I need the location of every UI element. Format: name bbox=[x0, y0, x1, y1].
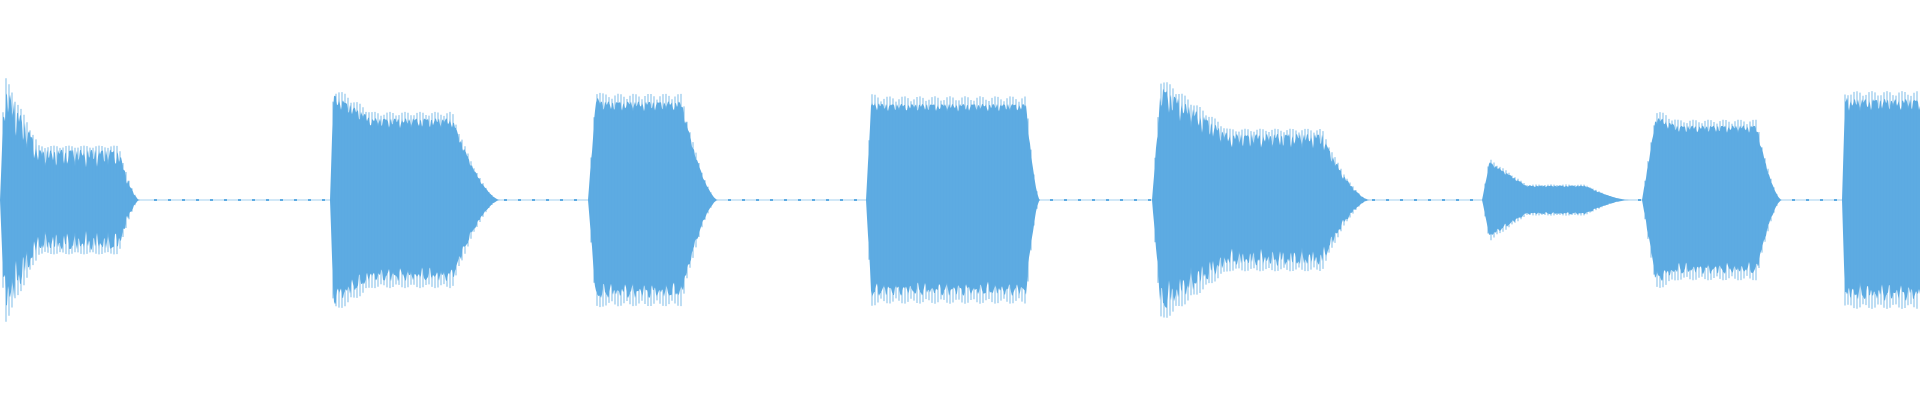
waveform-noise bbox=[518, 199, 521, 201]
waveform-noise bbox=[1456, 199, 1459, 201]
waveform-noise bbox=[210, 199, 213, 201]
waveform-noise bbox=[1148, 199, 1151, 201]
waveform-noise bbox=[784, 199, 787, 201]
waveform-noise bbox=[238, 199, 241, 201]
waveform-segment-2 bbox=[330, 95, 500, 305]
waveform-noise bbox=[1078, 199, 1081, 201]
waveform-noise bbox=[1792, 199, 1795, 201]
waveform-noise bbox=[1134, 199, 1137, 201]
waveform-noise bbox=[546, 199, 549, 201]
waveform-noise bbox=[280, 199, 283, 201]
waveform-noise bbox=[1428, 199, 1431, 201]
waveform-noise bbox=[308, 199, 311, 201]
waveform-segments bbox=[0, 78, 1920, 322]
waveform-noise bbox=[322, 199, 325, 201]
waveform-noise bbox=[1470, 199, 1473, 201]
waveform-segment-6 bbox=[1482, 162, 1630, 235]
waveform-noise bbox=[182, 199, 185, 201]
waveform-noise bbox=[504, 199, 507, 201]
waveform-noise bbox=[1120, 199, 1123, 201]
waveform-noise bbox=[1092, 199, 1095, 201]
waveform-noise bbox=[826, 199, 829, 201]
waveform-noise bbox=[1442, 199, 1445, 201]
waveform-noise bbox=[294, 199, 297, 201]
waveform-noise bbox=[224, 199, 227, 201]
waveform-noise bbox=[854, 199, 857, 201]
waveform-noise bbox=[728, 199, 731, 201]
waveform-segment-3 bbox=[588, 98, 718, 299]
waveform-segment-1 bbox=[0, 92, 140, 306]
waveform-noise bbox=[168, 199, 171, 201]
waveform-noise bbox=[196, 199, 199, 201]
waveform-noise bbox=[1050, 199, 1053, 201]
waveform-noise bbox=[742, 199, 745, 201]
waveform-noise bbox=[840, 199, 843, 201]
waveform-noise bbox=[1386, 199, 1389, 201]
waveform-noise bbox=[756, 199, 759, 201]
waveform-noise bbox=[1400, 199, 1403, 201]
waveform-noise bbox=[574, 199, 577, 201]
waveform-noise bbox=[812, 199, 815, 201]
waveform-noise bbox=[532, 199, 535, 201]
waveform-noise bbox=[770, 199, 773, 201]
waveform-noise bbox=[1806, 199, 1809, 201]
waveform-noise bbox=[798, 199, 801, 201]
waveform-noise bbox=[1638, 199, 1641, 201]
waveform-noise bbox=[1820, 199, 1823, 201]
waveform-noise bbox=[1064, 199, 1067, 201]
waveform-noise bbox=[1414, 199, 1417, 201]
waveform-noise bbox=[1834, 199, 1837, 201]
waveform-noise bbox=[252, 199, 255, 201]
waveform-segment-5 bbox=[1152, 88, 1370, 308]
waveform-noise bbox=[154, 199, 157, 201]
waveform-noise bbox=[266, 199, 269, 201]
waveform-noise bbox=[1372, 199, 1375, 201]
waveform-noise bbox=[1106, 199, 1109, 201]
waveform-noise bbox=[560, 199, 563, 201]
